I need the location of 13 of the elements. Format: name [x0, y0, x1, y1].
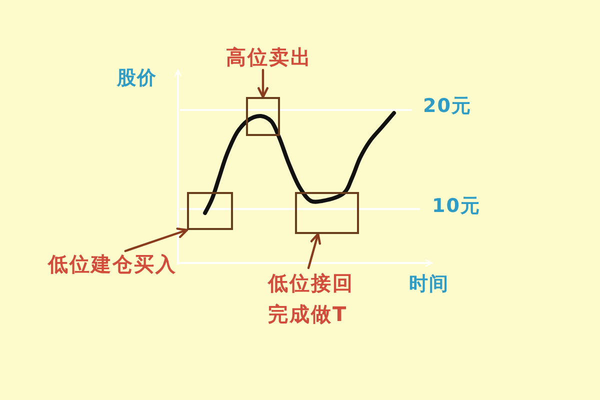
highlight-box: [187, 192, 233, 230]
price-level-label: 20元: [423, 94, 472, 118]
axis-label: 时间: [409, 272, 449, 296]
price-level-label: 10元: [432, 194, 480, 218]
arrow: [124, 228, 188, 252]
highlight-box: [246, 97, 280, 136]
highlight-box: [295, 192, 359, 234]
arrow: [307, 232, 321, 270]
arrow: [258, 68, 268, 98]
annotation-text: 高位卖出: [226, 44, 312, 70]
annotation-text: 低位接回完成做T: [268, 268, 358, 330]
annotation-text: 低位建仓买入: [48, 251, 177, 277]
axis-label: 股价: [117, 66, 157, 90]
